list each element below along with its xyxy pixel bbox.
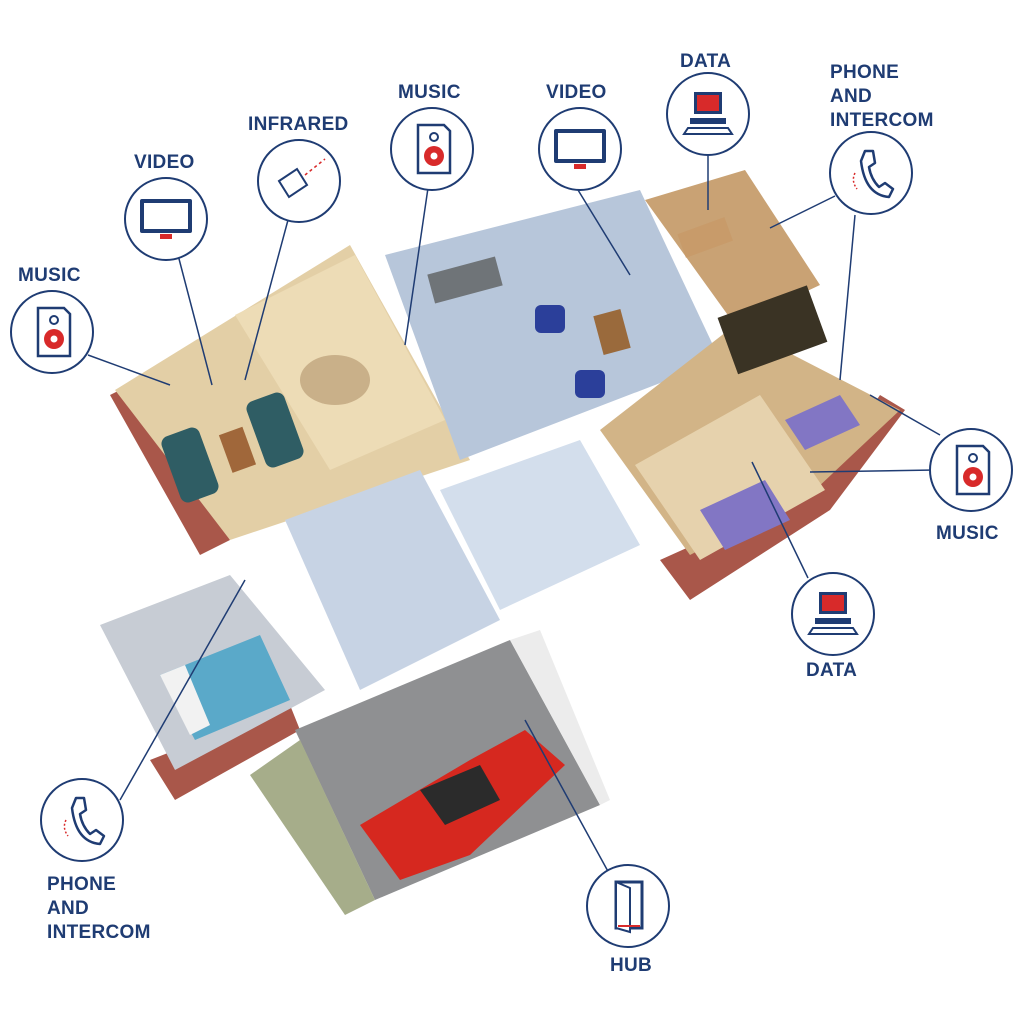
brick-wall-right (660, 395, 905, 600)
callout-label-hub: HUB (610, 955, 653, 976)
coffee-table (218, 426, 257, 473)
callout-data-study (666, 72, 750, 156)
hub-cabinet-icon (614, 880, 644, 934)
callout-label-phone-master: PHONE AND INTERCOM (47, 874, 151, 943)
computer-icon (682, 92, 734, 135)
car-windshield (420, 765, 500, 825)
leader-music-bedroom (809, 469, 936, 473)
sofa-right (246, 392, 304, 468)
callout-video-lounge (538, 107, 622, 191)
callout-data-bedroom (791, 572, 875, 656)
bed-right-top (785, 395, 860, 450)
callout-infrared (257, 139, 341, 223)
callout-music-living (10, 290, 94, 374)
speaker-icon (36, 306, 72, 358)
bathroom-floor-right (440, 440, 640, 610)
kitchen-counter (427, 256, 503, 304)
tv-icon (554, 129, 606, 169)
callout-label-music-dining: MUSIC (398, 82, 461, 103)
callout-hub (586, 864, 670, 948)
bed-right-bottom (700, 480, 790, 550)
right-bedroom-inner (635, 395, 825, 560)
speaker-icon (955, 444, 991, 496)
dark-partition (717, 285, 828, 375)
garage-door (250, 740, 375, 915)
master-bed-pillows (160, 665, 210, 735)
leader-hub (524, 719, 611, 876)
callout-label-data-study: DATA (680, 51, 732, 72)
phone-handset-icon (852, 149, 895, 199)
study-floor (645, 170, 820, 325)
leader-phone-master (119, 579, 246, 801)
speaker-icon (416, 123, 452, 175)
leader-phone-study (769, 195, 836, 229)
sofa-left (161, 427, 219, 503)
leader-video-living (177, 254, 213, 386)
phone-handset-icon (63, 796, 106, 846)
callout-phone-master (40, 778, 124, 862)
callout-label-video-lounge: VIDEO (546, 82, 607, 103)
callout-label-infrared: INFRARED (248, 114, 349, 135)
armchair-1 (535, 305, 565, 333)
armchair-2 (575, 370, 605, 398)
computer-icon (807, 592, 859, 635)
infrared-sensor-icon (277, 158, 326, 199)
leader-video-lounge (577, 189, 631, 276)
callout-label-data-bedroom: DATA (806, 660, 858, 681)
leader-data-bedroom (751, 461, 809, 579)
callout-music-bedroom (929, 428, 1013, 512)
dining-table (300, 355, 370, 405)
callout-label-music-living: MUSIC (18, 265, 81, 286)
brick-wall-bedroom (150, 705, 300, 800)
leader-music-living (87, 354, 171, 386)
tv-icon (140, 199, 192, 239)
callout-video-living (124, 177, 208, 261)
callout-phone-study (829, 131, 913, 215)
leader-music-bedroom-2 (869, 394, 941, 436)
callout-label-phone-study: PHONE AND INTERCOM (830, 62, 934, 131)
study-desk (677, 217, 733, 258)
lounge-table (593, 309, 631, 355)
garage-wall (510, 630, 610, 805)
callout-music-dining (390, 107, 474, 191)
leader-music-dining (404, 187, 429, 346)
callout-label-video-living: VIDEO (134, 152, 195, 173)
leader-phone-study-2 (839, 214, 856, 381)
leader-infrared (244, 219, 289, 381)
callout-label-music-bedroom: MUSIC (936, 523, 999, 544)
bathroom-floor-center (285, 470, 500, 690)
